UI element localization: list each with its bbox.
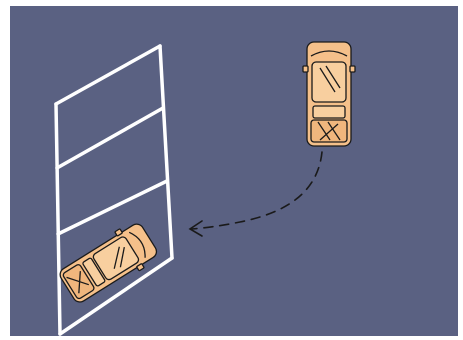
dashed-path-arrow [188, 151, 323, 237]
parked-car-roof [92, 236, 140, 281]
parking-lot [54, 44, 174, 336]
parking-divider-2 [56, 179, 169, 236]
parked-car-mirror [136, 263, 145, 272]
approaching-car-trunk-line [317, 121, 331, 141]
parked-car-trunk-line [78, 271, 81, 294]
approaching-car-rear-window [312, 105, 346, 119]
parking-line-bottom [58, 256, 174, 336]
parked-car-hood [128, 231, 146, 258]
approaching-car-trunk-line [327, 121, 341, 141]
parked-car-rear-window [82, 257, 106, 287]
approaching-car-mirror [302, 65, 309, 73]
parked-car-trunk-line [66, 276, 90, 286]
approaching-car-mirror [349, 65, 356, 73]
parking-line-left [54, 102, 62, 336]
approaching-car-windshield-line [325, 65, 341, 89]
approaching-car [302, 41, 356, 147]
parked-car [59, 223, 158, 303]
parking-divider-1 [55, 106, 165, 170]
arrowhead-icon [188, 220, 203, 237]
parked-car-windshield-line [119, 247, 125, 268]
parking-line-right [158, 44, 174, 260]
approaching-car-trunk-line [319, 123, 339, 141]
approaching-car-windshield-line [319, 67, 336, 93]
approaching-car-hood [310, 50, 348, 57]
parked-car-mirror [114, 228, 123, 237]
parking-line-top [54, 44, 162, 106]
dashed-path [191, 151, 323, 230]
parked-car-windshield-line [113, 246, 120, 269]
